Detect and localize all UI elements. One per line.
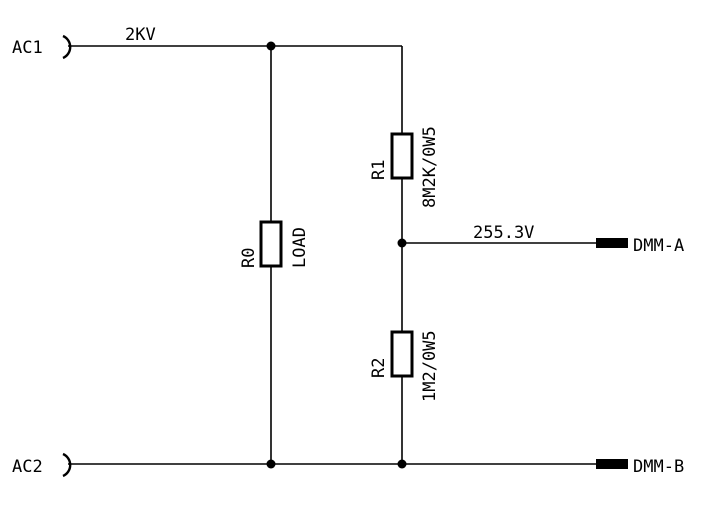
r2-value-label: 1M2/0W5 [420, 330, 440, 402]
dmm-a-label: DMM-A [633, 236, 684, 256]
r0-resistor [259, 220, 283, 268]
r1-value-label: 8M2K/0W5 [420, 126, 440, 208]
r1-ref-label: R1 [369, 160, 389, 180]
dmm-a-connector-icon [596, 238, 628, 248]
r0-value-label: LOAD [290, 227, 310, 268]
junction-dot-bottom-load [266, 459, 276, 469]
measured-voltage-label: 255.3V [473, 223, 534, 243]
junction-dot-divider-tap [397, 238, 407, 248]
dmm-b-label: DMM-B [633, 457, 684, 477]
ac2-connector-icon [62, 452, 72, 478]
dmm-b-connector-icon [596, 459, 628, 469]
ac2-label: AC2 [12, 457, 43, 477]
r1-resistor [390, 132, 414, 180]
r2-ref-label: R2 [369, 358, 389, 378]
r2-resistor [390, 330, 414, 378]
junction-dot-top-load [266, 41, 276, 51]
junction-dot-bottom-divider [397, 459, 407, 469]
ac1-label: AC1 [12, 38, 43, 58]
ac1-connector-icon [62, 34, 72, 60]
input-voltage-label: 2KV [125, 25, 156, 45]
r0-ref-label: R0 [239, 248, 259, 268]
